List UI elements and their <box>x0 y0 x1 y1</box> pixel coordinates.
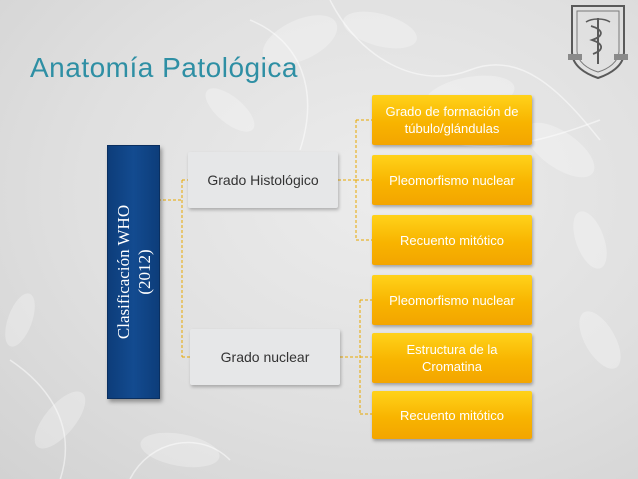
leaf-node-nuclear-pleomorphism-1: Pleomorfismo nuclear <box>372 155 532 205</box>
branch-node-grado-nuclear: Grado nuclear <box>190 329 340 385</box>
root-label-line-1: Clasificación WHO <box>113 204 133 340</box>
root-node-classification: Clasificación WHO (2012) <box>107 145 160 399</box>
university-seal-icon <box>568 5 628 80</box>
leaf-node-mitotic-count-1: Recuento mitótico <box>372 215 532 265</box>
branch-node-grado-histologico: Grado Histológico <box>188 152 338 208</box>
leaf-node-chromatin-structure: Estructura de la Cromatina <box>372 333 532 383</box>
root-label-line-2: (2012) <box>134 249 154 295</box>
leaf-node-mitotic-count-2: Recuento mitótico <box>372 391 532 439</box>
slide-title: Anatomía Patológica <box>30 52 298 83</box>
leaf-node-tubule-formation: Grado de formación de túbulo/glándulas <box>372 95 532 145</box>
leaf-node-nuclear-pleomorphism-2: Pleomorfismo nuclear <box>372 275 532 325</box>
root-node-label: Clasificación WHO (2012) <box>113 205 155 339</box>
